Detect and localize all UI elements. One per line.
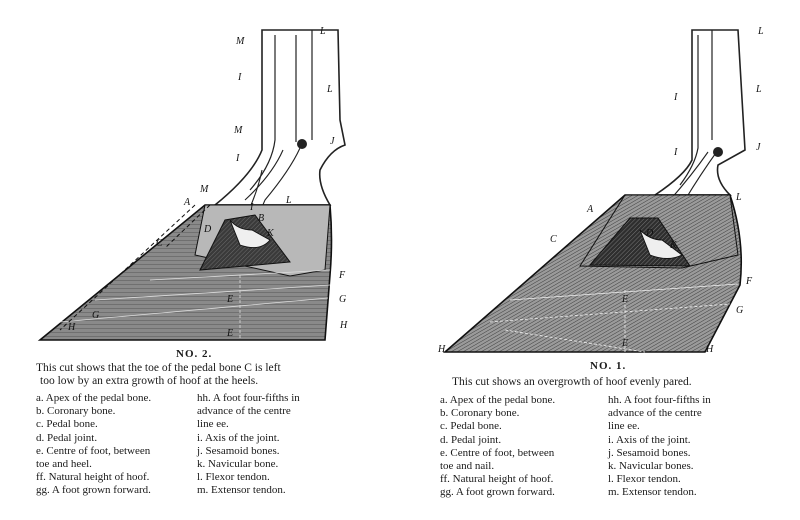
legend-column-left: a. Apex of the pedal bone. b. Coronary b… — [440, 394, 555, 500]
label-a: A — [183, 197, 191, 208]
figure-no-2: M L I L M J I M A L C D I B K F E G E H … — [36, 26, 396, 502]
dashed-line — [164, 204, 211, 249]
legend-item: toe and heel. — [36, 458, 92, 471]
label-h-2: H — [437, 344, 446, 355]
label-i-3: I — [249, 202, 254, 213]
legend-item: m. Extensor tendon. — [197, 484, 286, 497]
label-g: G — [736, 305, 743, 316]
label-e-1: E — [621, 294, 628, 305]
legend-item: advance of the centre — [608, 407, 702, 420]
label-g: G — [339, 294, 346, 305]
label-e-2: E — [621, 338, 628, 349]
legend-item: line ee. — [197, 418, 229, 431]
label-i-2: I — [235, 153, 240, 164]
caption-line: This cut shows an overgrowth of hoof eve… — [452, 376, 692, 388]
figure-no-1: L I L I J L A C D K F E G E H H NO. 1. T… — [400, 0, 800, 520]
label-e-2: E — [226, 328, 233, 339]
legend-item: a. Apex of the pedal bone. — [440, 394, 556, 406]
legend-item: gg. A foot grown forward. — [440, 486, 555, 499]
caption-line: This cut shows that the toe of the pedal… — [36, 362, 281, 374]
dashed-line — [59, 204, 196, 331]
label-h-1: H — [705, 344, 714, 355]
label-l-3: L — [285, 195, 292, 206]
legend: a. Apex of the pedal bone. b. Coronary b… — [36, 392, 396, 502]
legend: a. Apex of the pedal bone. b. Coronary b… — [440, 394, 795, 504]
label-f: F — [338, 270, 346, 281]
hoof-wall — [37, 204, 333, 341]
diagram-letters: L I L I J L A C D K F E G E H H — [437, 26, 764, 355]
legend-column-right: hh. A foot four-fifths in advance of the… — [608, 394, 711, 500]
legend-item: e. Centre of foot, between — [36, 444, 151, 457]
label-i-2: I — [673, 147, 678, 158]
legend-item: hh. A foot four-fifths in — [608, 394, 711, 406]
label-i-1: I — [673, 92, 678, 103]
label-f: F — [745, 276, 753, 287]
legend-item: e. Centre of foot, between — [440, 446, 555, 459]
label-l-2: L — [326, 84, 333, 95]
label-k: K — [266, 228, 275, 239]
label-b: B — [258, 213, 264, 224]
label-e-1: E — [226, 294, 233, 305]
legend-column-right: hh. A foot four-fifths in advance of the… — [197, 392, 300, 498]
label-c: C — [156, 238, 163, 249]
legend-item: toe and nail. — [440, 460, 495, 473]
diagram-letters: M L I L M J I M A L C D I B K F E G E H … — [67, 26, 348, 339]
legend-item: j. Sesamoid bones. — [608, 446, 691, 459]
caption-line: too low by an extra growth of hoof at th… — [40, 375, 259, 387]
label-i-1: I — [237, 72, 242, 83]
legend-item: l. Flexor tendon. — [608, 473, 681, 486]
hoof-wall — [442, 194, 742, 353]
label-c: C — [550, 234, 557, 245]
label-h-1: H — [339, 320, 348, 331]
figure-number: NO. 1. — [590, 360, 627, 372]
label-m-2: M — [233, 125, 243, 136]
label-h-2: H — [67, 322, 76, 333]
label-l-3: L — [735, 192, 742, 203]
label-g-2: G — [92, 310, 99, 321]
label-m-3: M — [199, 184, 209, 195]
legend-item: i. Axis of the joint. — [197, 431, 280, 444]
legend-item: l. Flexor tendon. — [197, 471, 270, 484]
label-k: K — [669, 240, 678, 251]
legend-item: i. Axis of the joint. — [608, 433, 691, 446]
label-d: D — [645, 228, 654, 239]
legend-item: c. Pedal bone. — [440, 420, 502, 433]
label-l-1: L — [319, 26, 326, 37]
figure-caption: This cut shows that the toe of the pedal… — [36, 362, 396, 388]
figure-number: NO. 2. — [176, 348, 213, 360]
label-d: D — [203, 224, 212, 235]
legend-item: d. Pedal joint. — [440, 433, 502, 446]
legend-item: hh. A foot four-fifths in — [197, 392, 300, 404]
legend-column-left: a. Apex of the pedal bone. b. Coronary b… — [36, 392, 151, 498]
label-a: A — [586, 204, 594, 215]
legend-item: ff. Natural height of hoof. — [440, 473, 554, 486]
legend-item: k. Navicular bone. — [197, 458, 279, 471]
pedal-bone — [588, 217, 691, 267]
legend-item: ff. Natural height of hoof. — [36, 471, 150, 484]
legend-item: m. Extensor tendon. — [608, 486, 697, 499]
hoof-diagram-no-1: L I L I J L A C D K F E G E H H — [437, 26, 764, 355]
label-j: J — [756, 142, 761, 153]
legend-item: j. Sesamoid bones. — [197, 444, 280, 457]
legend-item: line ee. — [608, 420, 640, 433]
figure-caption: This cut shows an overgrowth of hoof eve… — [452, 376, 792, 389]
label-j: J — [330, 136, 335, 147]
legend-item: a. Apex of the pedal bone. — [36, 392, 152, 404]
legend-item: d. Pedal joint. — [36, 431, 98, 444]
label-l-1: L — [757, 26, 764, 37]
legend-item: b. Coronary bone. — [440, 407, 520, 420]
legend-item: advance of the centre — [197, 405, 291, 418]
leg-outline — [212, 29, 346, 236]
legend-item: gg. A foot grown forward. — [36, 484, 151, 497]
label-m-1: M — [235, 36, 245, 47]
legend-item: b. Coronary bone. — [36, 405, 116, 418]
label-l-2: L — [755, 84, 762, 95]
hoof-diagram-no-2: M L I L M J I M A L C D I B K F E G E H … — [37, 26, 348, 341]
legend-item: c. Pedal bone. — [36, 418, 98, 431]
legend-item: k. Navicular bones. — [608, 460, 694, 473]
pedal-bone — [199, 214, 291, 271]
